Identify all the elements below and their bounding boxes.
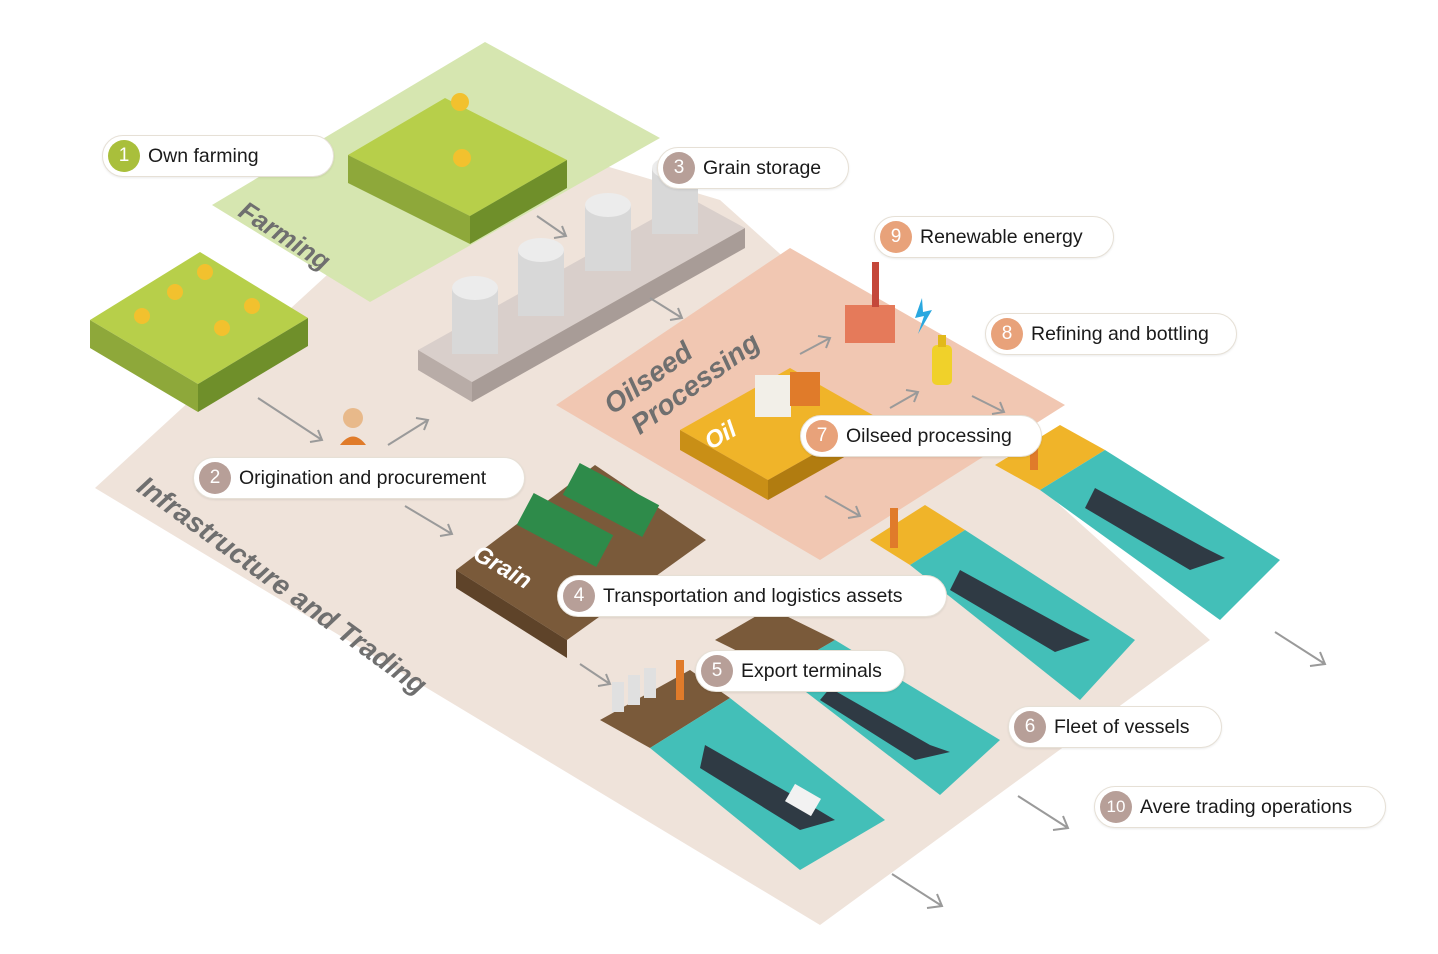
step-label-text: Export terminals bbox=[741, 659, 882, 682]
arrow-8 bbox=[971, 395, 1006, 415]
step-label-text: Transportation and logistics assets bbox=[603, 584, 903, 607]
arrow-1 bbox=[257, 397, 324, 443]
arrow-12 bbox=[1017, 795, 1070, 831]
arrow-13 bbox=[891, 873, 944, 909]
oil-bottle bbox=[932, 335, 952, 385]
step-number-badge: 4 bbox=[563, 580, 595, 612]
step-label-text: Origination and procurement bbox=[239, 466, 487, 489]
step-number-badge: 1 bbox=[108, 140, 140, 172]
step-7-label: 7 Oilseed processing bbox=[800, 415, 1042, 457]
step-4-label: 4 Transportation and logistics assets bbox=[557, 575, 947, 617]
step-label-text: Refining and bottling bbox=[1031, 322, 1209, 345]
field-left bbox=[90, 252, 308, 412]
trader-person bbox=[340, 408, 366, 445]
step-label-text: Renewable energy bbox=[920, 225, 1083, 248]
step-6-label: 6 Fleet of vessels bbox=[1008, 706, 1222, 748]
grain-platform bbox=[456, 462, 706, 658]
arrow-11 bbox=[1274, 631, 1327, 667]
step-label-text: Oilseed processing bbox=[846, 424, 1012, 447]
step-label-text: Grain storage bbox=[703, 156, 822, 179]
renewable-energy-plant bbox=[845, 262, 932, 343]
step-number-badge: 6 bbox=[1014, 711, 1046, 743]
arrow-3 bbox=[404, 505, 454, 537]
step-number-badge: 10 bbox=[1100, 791, 1132, 823]
flow-arrows bbox=[257, 215, 1327, 909]
step-label-text: Own farming bbox=[148, 144, 259, 167]
step-1-label: 1 Own farming bbox=[102, 135, 334, 177]
step-8-label: 8 Refining and bottling bbox=[985, 313, 1237, 355]
arrow-7 bbox=[889, 389, 920, 409]
step-number-badge: 3 bbox=[663, 152, 695, 184]
arrow-6 bbox=[799, 335, 832, 355]
field-top bbox=[348, 93, 567, 244]
step-number-badge: 2 bbox=[199, 462, 231, 494]
step-9-label: 9 Renewable energy bbox=[874, 216, 1114, 258]
step-number-badge: 7 bbox=[806, 420, 838, 452]
step-number-badge: 9 bbox=[880, 221, 912, 253]
step-number-badge: 5 bbox=[701, 655, 733, 687]
arrow-10 bbox=[579, 663, 612, 687]
port-left bbox=[600, 668, 885, 870]
step-number-badge: 8 bbox=[991, 318, 1023, 350]
port-cranes bbox=[676, 440, 1038, 700]
step-label-text: Fleet of vessels bbox=[1054, 715, 1190, 738]
step-label-text: Avere trading operations bbox=[1140, 795, 1353, 818]
arrow-4 bbox=[536, 215, 568, 239]
step-10-label: 10 Avere trading operations bbox=[1094, 786, 1386, 828]
step-3-label: 3 Grain storage bbox=[657, 147, 849, 189]
port-right bbox=[870, 425, 1280, 700]
arrow-9 bbox=[824, 495, 862, 519]
arrow-5 bbox=[649, 297, 684, 321]
step-2-label: 2 Origination and procurement bbox=[193, 457, 525, 499]
arrow-2 bbox=[387, 417, 430, 446]
step-5-label: 5 Export terminals bbox=[695, 650, 905, 692]
